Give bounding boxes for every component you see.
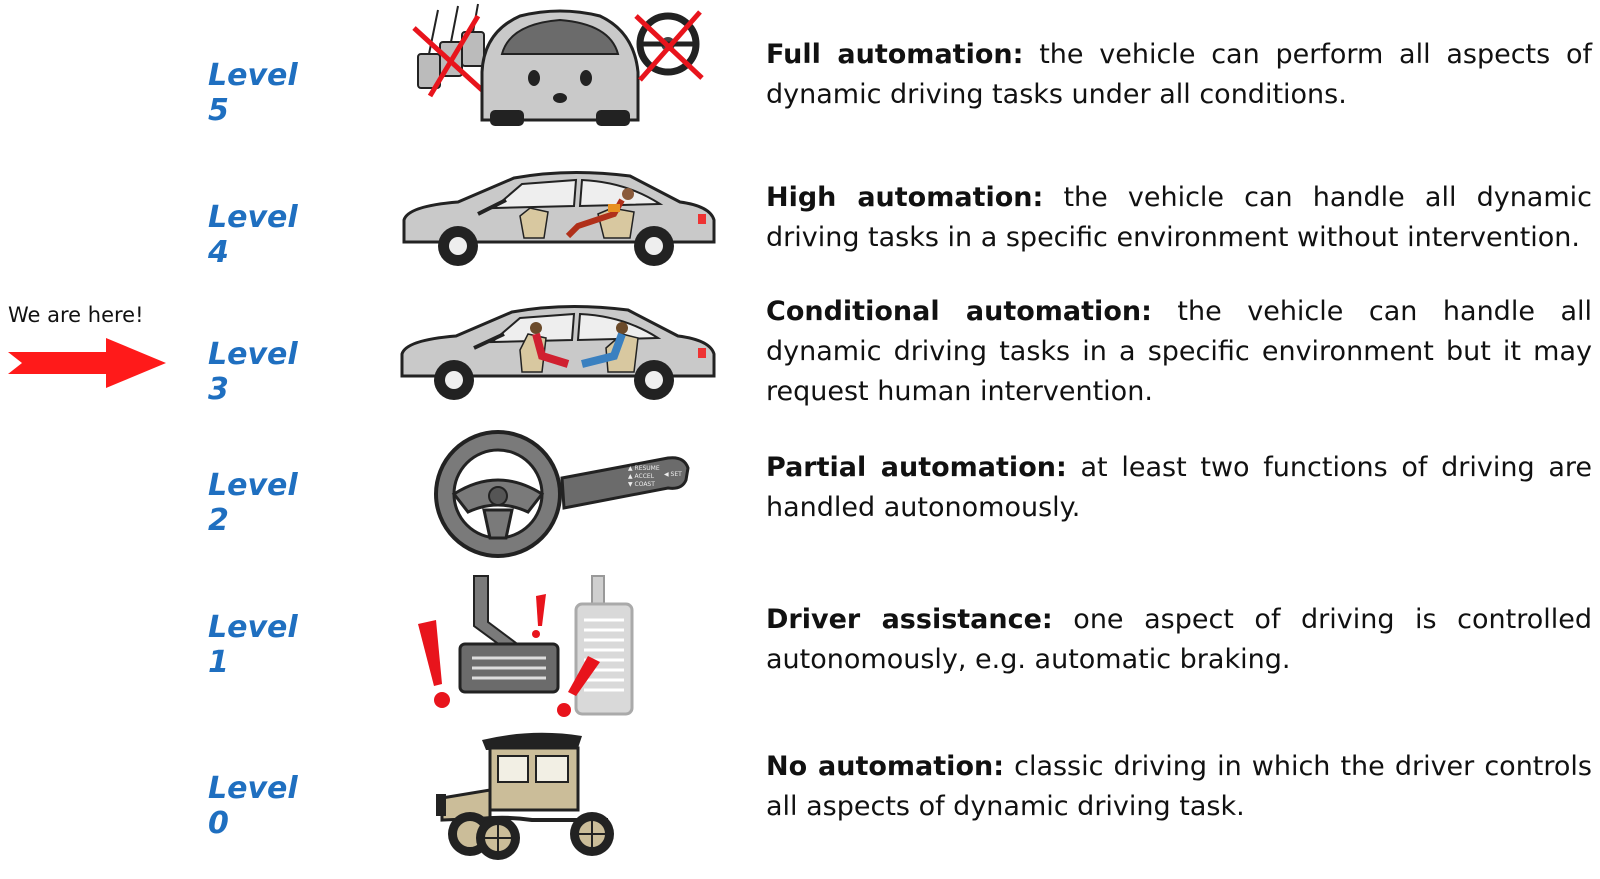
car-passenger-reading-icon: [402, 170, 716, 266]
svg-text:▲ RESUME: ▲ RESUME: [628, 465, 660, 472]
level-0-label: Level 0: [208, 771, 298, 841]
red-arrow-icon: [8, 338, 166, 388]
level-1-title: Driver assistance:: [766, 604, 1053, 635]
level-3-label: Level 3: [208, 337, 298, 407]
car-driver-turned-icon: [400, 304, 716, 400]
level-2-description: Partial automation: at least two functio…: [766, 452, 1592, 523]
we-are-here-label: We are here!: [8, 303, 144, 327]
level-0-title: No automation:: [766, 751, 1005, 782]
level-2-label: Level 2: [208, 468, 298, 538]
level-0-description: No automation: classic driving in which …: [766, 751, 1592, 822]
level-2-title: Partial automation:: [766, 452, 1067, 483]
svg-text:▼ COAST: ▼ COAST: [628, 481, 655, 488]
vintage-car-icon: [436, 732, 614, 860]
self-driving-pod-car-icon: [412, 3, 704, 126]
level-4-label: Level 4: [208, 200, 298, 270]
level-4-description: High automation: the vehicle can handle …: [766, 182, 1592, 253]
pedals-warning-icon: [418, 575, 634, 717]
level-1-label: Level 1: [208, 610, 298, 680]
level-3-title: Conditional automation:: [766, 296, 1152, 327]
level-5-description: Full automation: the vehicle can perform…: [766, 39, 1592, 110]
level-4-title: High automation:: [766, 182, 1044, 213]
level-5-label: Level 5: [208, 58, 298, 128]
level-5-title: Full automation:: [766, 39, 1024, 70]
level-1-description: Driver assistance: one aspect of driving…: [766, 604, 1592, 675]
svg-text:◀ SET: ◀ SET: [664, 471, 682, 478]
steering-wheel-cruise-control-icon: ▲ RESUME ▲ ACCEL ▼ COAST ◀ SET: [434, 430, 690, 558]
svg-text:▲ ACCEL: ▲ ACCEL: [628, 473, 655, 480]
level-3-description: Conditional automation: the vehicle can …: [766, 296, 1592, 407]
